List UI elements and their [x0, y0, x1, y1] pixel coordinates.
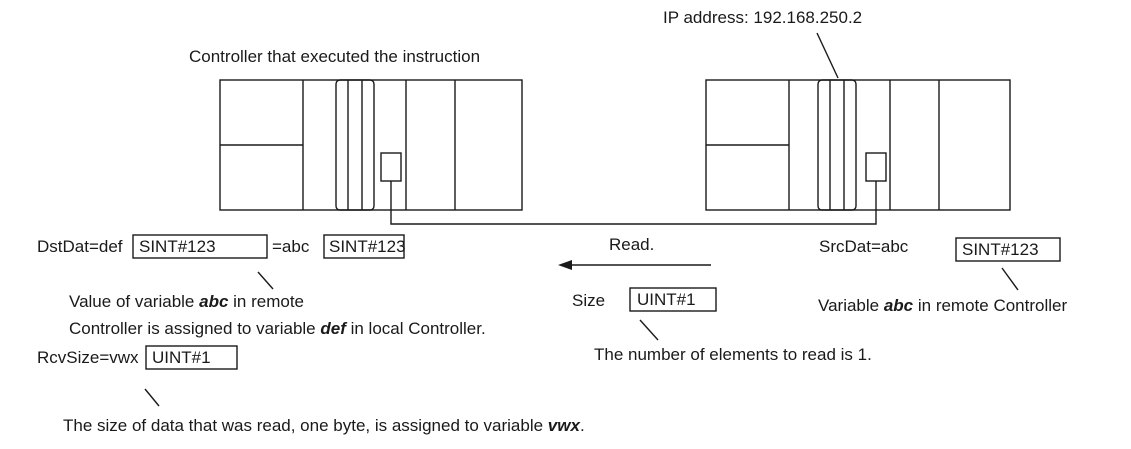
- dst-value1: SINT#123: [139, 237, 216, 256]
- dst-leader-line: [257, 271, 274, 290]
- rcv-leader-line: [144, 388, 160, 407]
- read-label: Read.: [609, 235, 654, 254]
- remote-ethernet-port: [865, 152, 887, 182]
- dst-value1-box: [132, 234, 268, 259]
- dst-label: DstDat=def: [37, 237, 123, 256]
- size-label: Size: [572, 291, 605, 310]
- dst-note-line2: Controller is assigned to variable def i…: [69, 319, 486, 338]
- rcv-note: The size of data that was read, one byte…: [63, 416, 585, 435]
- dst-value2: SINT#123: [329, 237, 406, 256]
- local-controller-caption: Controller that executed the instruction: [189, 47, 480, 66]
- src-value-box: [955, 237, 1061, 262]
- local-controller: [219, 79, 523, 211]
- size-note: The number of elements to read is 1.: [594, 345, 872, 364]
- size-leader-line: [639, 319, 659, 341]
- read-arrowhead: [558, 260, 572, 270]
- src-note: Variable abc in remote Controller: [818, 296, 1067, 315]
- dst-note-line1: Value of variable abc in remote: [69, 292, 304, 311]
- local-cpu-module: [335, 79, 375, 211]
- src-leader-line: [1001, 267, 1019, 291]
- size-value-box: [629, 287, 717, 312]
- remote-cpu-module: [817, 79, 857, 211]
- remote-ip-label: IP address: 192.168.250.2: [663, 8, 862, 27]
- size-value: UINT#1: [637, 290, 696, 309]
- rcv-value: UINT#1: [152, 348, 211, 367]
- rcv-value-box: [145, 345, 238, 370]
- dst-eq-label: =abc: [272, 237, 310, 256]
- network-cable: [390, 181, 877, 225]
- src-value: SINT#123: [962, 240, 1039, 259]
- dst-value2-box: [323, 234, 405, 259]
- remote-controller: [705, 79, 1011, 211]
- ip-leader-line: [816, 32, 839, 79]
- src-label: SrcDat=abc: [819, 237, 909, 256]
- rcv-label: RcvSize=vwx: [37, 348, 139, 367]
- local-ethernet-port: [380, 152, 402, 182]
